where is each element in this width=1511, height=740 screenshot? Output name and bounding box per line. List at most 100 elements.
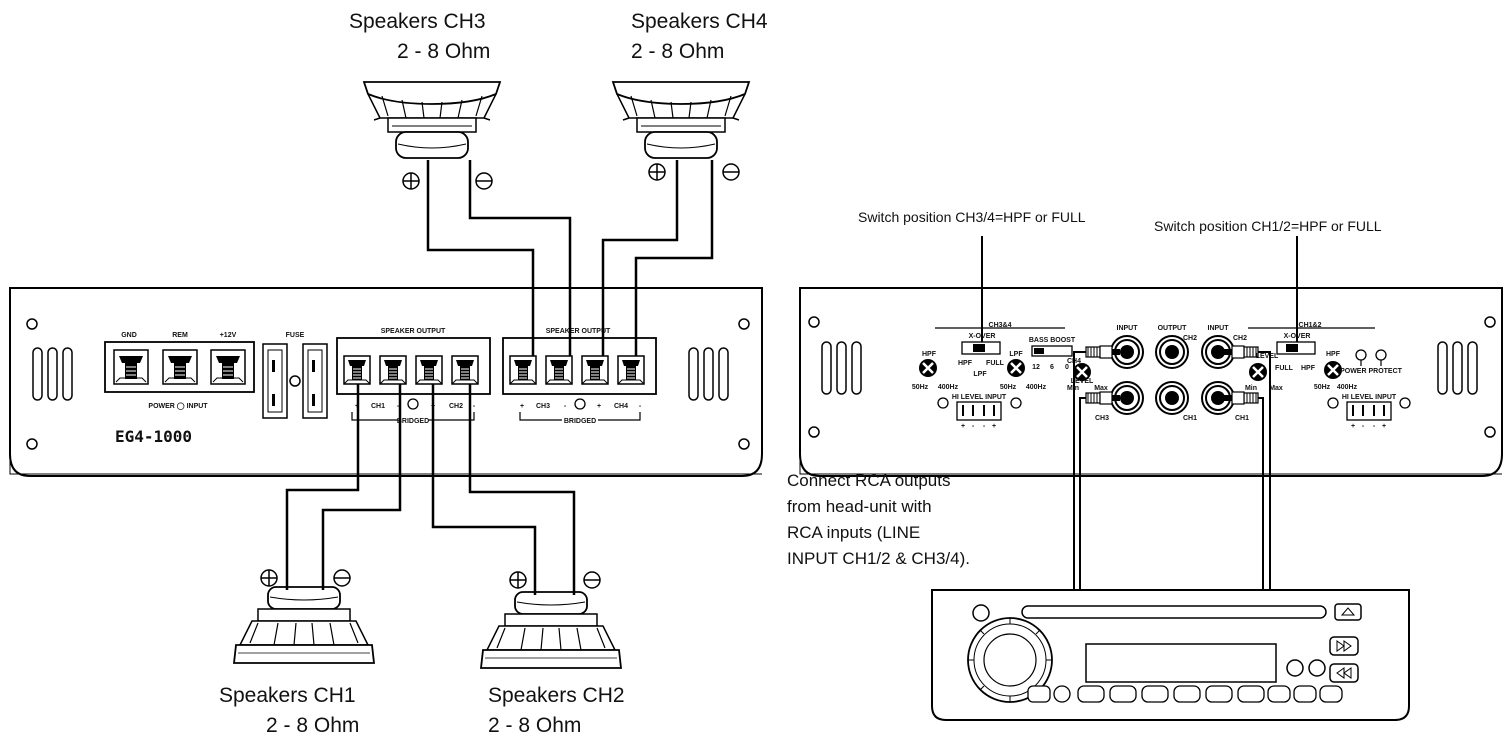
terminal-ch3-plus [509,355,537,385]
vent-slots [32,347,73,401]
terminal-ch4-plus [581,355,609,385]
svg-text:-: - [397,403,400,410]
svg-text:12: 12 [1032,364,1040,371]
svg-text:+: + [597,403,601,410]
speaker-ch4 [612,81,750,159]
mount-hole [738,318,750,330]
switch-note-ch34: Switch position CH3/4=HPF or FULL [858,209,1086,225]
svg-text:CH3: CH3 [1095,415,1109,422]
level-knob-ch12[interactable] [1247,361,1269,383]
rem-terminal [162,349,198,385]
ch12-section-label: CH1&2 [1299,322,1322,329]
svg-text:+: + [961,423,965,430]
svg-text:HPF: HPF [958,360,973,367]
hi-level-input-ch34 [956,401,1002,421]
preset-button[interactable] [1293,685,1317,703]
mount-hole [738,438,750,450]
preset-button[interactable] [1267,685,1291,703]
mount-hole [26,318,38,330]
protect-led [1375,349,1387,361]
rem-label: REM [172,332,188,339]
speaker-output-label: SPEAKER OUTPUT [381,328,446,335]
svg-text:INPUT: INPUT [1117,325,1139,332]
preset-button[interactable] [1319,685,1343,703]
svg-text:400Hz: 400Hz [1337,384,1358,391]
svg-text:400Hz: 400Hz [938,384,959,391]
lpf-knob-ch34[interactable] [1005,357,1027,379]
speaker-ch4-name: Speakers CH4 [631,10,768,33]
rca-output-ch1[interactable] [1155,381,1189,415]
hi-level-input-ch12 [1346,401,1392,421]
svg-text:50Hz: 50Hz [912,384,929,391]
cd-slot [1021,605,1327,619]
ch34-section-label: CH3&4 [989,322,1012,329]
model-name: EG4-1000 [115,427,192,446]
svg-text:CH2: CH2 [1233,335,1247,342]
svg-text:400Hz: 400Hz [1026,384,1047,391]
rca-connection-note: Connect RCA outputs from head-unit with … [787,471,970,568]
svg-text:FULL: FULL [986,360,1005,367]
plus12v-terminal [210,349,246,385]
speaker-ch1-ohm: 2 - 8 Ohm [266,714,360,737]
bass-boost-switch[interactable] [1031,345,1073,357]
level-knob-ch34[interactable] [1071,361,1093,383]
bass-boost-label: BASS BOOST [1029,337,1076,344]
svg-text:LEVEL: LEVEL [1256,353,1279,360]
svg-text:CH2: CH2 [1183,335,1197,342]
preset-button[interactable] [1237,685,1265,703]
speaker-output-label: SPEAKER OUTPUT [546,328,611,335]
svg-text:-: - [1362,423,1365,430]
speaker-wires [285,160,714,595]
svg-text:INPUT: INPUT [1208,325,1230,332]
rca-output-ch2[interactable] [1155,335,1189,369]
mount-hole [808,316,820,328]
polarity-marks [260,163,740,589]
preset-button[interactable] [1205,685,1233,703]
hpf-knob-ch34[interactable] [917,357,939,379]
power-protect-label: POWER PROTECT [1340,368,1403,375]
terminal-ch1-plus [343,355,371,385]
plus12v-label: +12V [220,332,237,339]
svg-text:+: + [992,423,996,430]
svg-text:OUTPUT: OUTPUT [1158,325,1188,332]
mount-hole [1484,316,1496,328]
preset-button[interactable] [1141,685,1169,703]
fuse-label: FUSE [286,332,305,339]
preset-button[interactable] [1027,685,1051,703]
vent-slots [688,347,729,401]
display-screen [1085,643,1277,683]
svg-text:-: - [972,423,975,430]
power-input-label: POWER ◯ INPUT [148,402,208,410]
power-led [1355,349,1367,361]
vent-slots [821,341,862,395]
svg-text:-: - [639,403,642,410]
power-button[interactable] [972,604,990,622]
terminal-ch2-plus [415,355,443,385]
svg-text:Min: Min [1245,385,1257,392]
speaker-ch3-name: Speakers CH3 [349,10,486,33]
switch-note-ch12: Switch position CH1/2=HPF or FULL [1154,218,1382,234]
speaker-ch4-ohm: 2 - 8 Ohm [631,40,725,63]
speaker-ch2 [480,591,622,669]
preset-button[interactable] [1173,685,1201,703]
svg-text:HI LEVEL INPUT: HI LEVEL INPUT [1342,394,1397,401]
bridged-label: BRIDGED [564,418,596,425]
speaker-ch1-name: Speakers CH1 [219,684,356,707]
preset-button[interactable] [1109,685,1137,703]
svg-text:LPF: LPF [973,371,987,378]
svg-text:-: - [1373,423,1376,430]
svg-text:Max: Max [1269,385,1283,392]
svg-text:+: + [520,403,524,410]
svg-text:HPF: HPF [1326,351,1341,358]
speaker-ch2-ohm: 2 - 8 Ohm [488,714,582,737]
preset-button[interactable] [1077,685,1105,703]
svg-text:-: - [564,403,567,410]
speaker-ch1 [233,586,375,664]
svg-text:50Hz: 50Hz [1000,384,1017,391]
svg-text:-: - [473,403,476,410]
speaker-ch2-name: Speakers CH2 [488,684,625,707]
svg-text:HPF: HPF [922,351,937,358]
svg-text:Max: Max [1094,385,1108,392]
svg-text:HPF: HPF [1301,365,1316,372]
